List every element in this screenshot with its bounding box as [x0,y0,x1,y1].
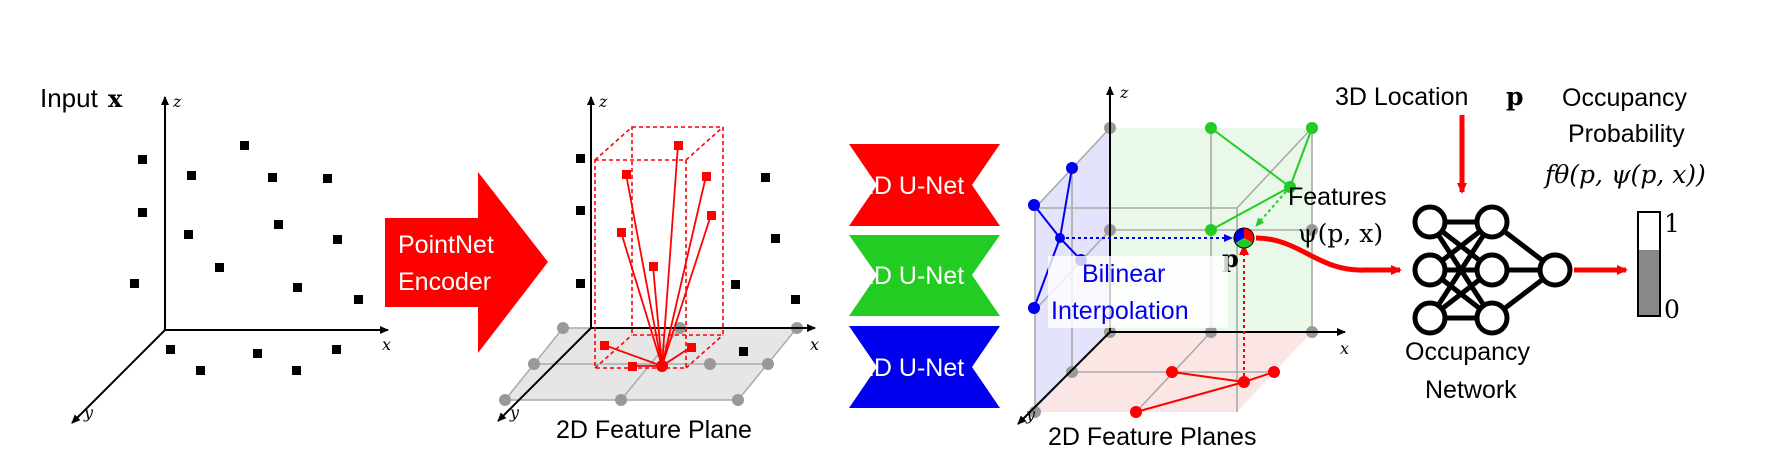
encoder-label-line2: Encoder [398,268,491,296]
input-axes [71,96,389,424]
network-label-line2: Network [1425,376,1517,404]
pointnet-encoder-arrow: PointNet Encoder [385,172,548,353]
bilinear-label-line1: Bilinear [1082,260,1165,288]
cube-axis-x: x [1340,339,1349,358]
input-point-cloud: Input x z x y [40,83,391,424]
feature-plane-caption: 2D Feature Plane [556,416,752,444]
unet-green: 2D U-Net [849,235,1000,316]
input-axis-y: y [83,403,94,422]
scale-bottom-label: 0 [1664,295,1680,324]
probability-bar-icon [1637,211,1661,317]
output-formula: fθ(p, ψ(p, x)) [1543,160,1706,189]
input-axis-x: x [382,335,391,354]
plane-grid-nodes [499,322,803,406]
plane-stage-points [576,154,800,356]
plane-axis-x: x [810,335,819,354]
scale-top-label: 1 [1664,209,1680,238]
feature-to-network-arrow [1255,235,1402,275]
query-point-p [1233,227,1255,249]
encoder-label-line1: PointNet [398,231,494,259]
unet-blue: 2D U-Net [849,326,1000,408]
unet-green-label: 2D U-Net [860,262,964,290]
location-symbol: p [1506,82,1523,111]
input-label: Input [40,83,99,113]
green-plane-features [1205,122,1318,236]
output-label-line1: Occupancy [1562,84,1688,112]
cube-axis-z: z [1119,83,1129,102]
features-formula: ψ(p, x) [1298,219,1383,248]
neural-network-icon [1412,204,1573,336]
unet-blue-label: 2D U-Net [860,354,964,382]
input-points [130,141,363,375]
output-label-line2: Probability [1568,120,1685,148]
network-label-line1: Occupancy [1405,338,1531,366]
input-axis-z: z [172,92,182,111]
input-symbol: x [108,84,123,113]
bilinear-label-line2: Interpolation [1051,297,1189,325]
plane-axis-z: z [598,92,608,111]
features-label: Features [1288,183,1387,211]
location-label: 3D Location [1335,83,1468,111]
feature-planes-caption: 2D Feature Planes [1048,423,1256,451]
tri-plane-stage: z x y [1017,83,1387,451]
projected-points [600,141,716,372]
unet-red: 2D U-Net [849,144,1000,226]
plane-axis-y: y [509,403,520,422]
unet-red-label: 2D U-Net [860,172,964,200]
pooling-box [594,126,724,369]
feature-plane-stage: z x y [497,92,819,444]
projection-lines [603,144,712,367]
cube-axis-y: y [1025,405,1036,424]
unet-stack: 2D U-Net 2D U-Net 2D U-Net [849,144,1000,408]
red-plane-features [1130,244,1280,418]
